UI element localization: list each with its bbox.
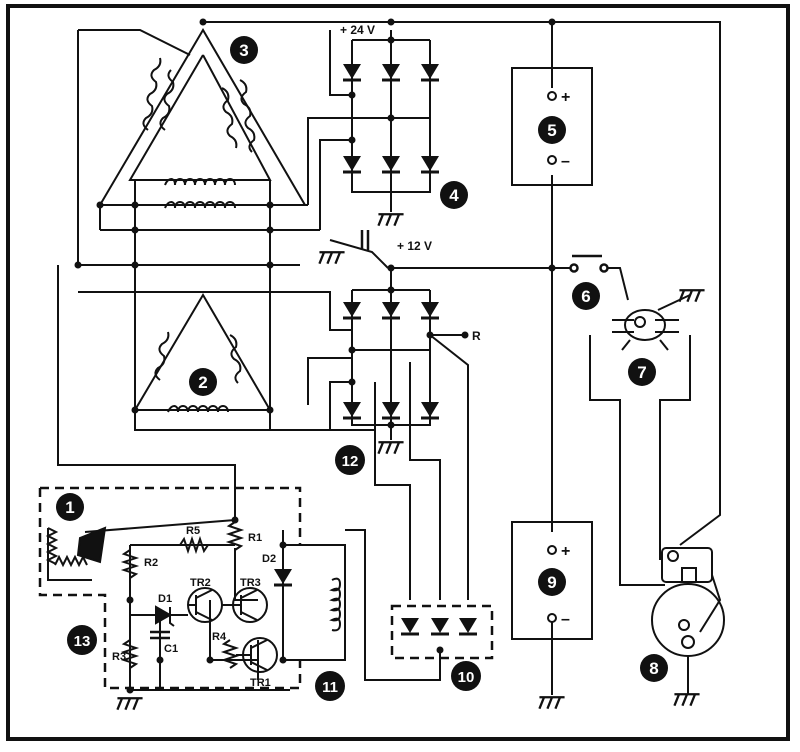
rotor-field-coil xyxy=(329,577,342,632)
badge-1: 1 xyxy=(56,493,84,521)
label-tr1: TR1 xyxy=(250,677,271,689)
badge-6: 6 xyxy=(572,282,600,310)
starter-relay xyxy=(612,309,679,351)
potentiometer xyxy=(45,526,107,581)
label-r5: R5 xyxy=(186,525,200,537)
stator-winding-12v xyxy=(133,293,272,413)
r2-resistor xyxy=(120,549,140,579)
label-24v: + 24 V xyxy=(340,23,375,37)
badge-13: 13 xyxy=(67,625,97,655)
outer-frame xyxy=(6,4,790,741)
svg-text:13: 13 xyxy=(74,633,91,650)
r4-resistor xyxy=(220,639,240,669)
badge-7: 7 xyxy=(628,358,656,386)
badge-2: 2 xyxy=(189,368,217,396)
svg-text:3: 3 xyxy=(239,41,248,60)
label-12v: + 12 V xyxy=(397,239,432,253)
svg-text:2: 2 xyxy=(198,373,207,392)
badge-11: 11 xyxy=(315,671,345,701)
badge-10: 10 xyxy=(451,661,481,691)
coil-top-right xyxy=(221,79,256,153)
callout-badges: 1 2 3 4 5 6 7 8 9 10 11 12 13 xyxy=(56,36,668,701)
r3-resistor xyxy=(120,639,140,669)
r5-resistor xyxy=(179,535,209,555)
battery-12v xyxy=(511,521,593,640)
label-d1: D1 xyxy=(158,593,172,605)
label-r2: R2 xyxy=(144,557,158,569)
voltage-regulator xyxy=(38,486,302,690)
svg-text:9: 9 xyxy=(547,573,556,592)
label-c1: C1 xyxy=(164,643,178,655)
stator-winding-24v xyxy=(98,28,307,209)
label-d2: D2 xyxy=(262,553,276,565)
svg-text:8: 8 xyxy=(649,659,658,678)
badge-8: 8 xyxy=(640,654,668,682)
label-r1: R1 xyxy=(248,532,262,544)
r1-resistor xyxy=(225,521,245,551)
label-r3: R3 xyxy=(112,651,126,663)
svg-text:7: 7 xyxy=(637,363,646,382)
svg-text:11: 11 xyxy=(322,679,338,696)
badge-9: 9 xyxy=(538,568,566,596)
starter-motor xyxy=(651,547,725,694)
coil-top-left xyxy=(142,57,175,131)
svg-text:10: 10 xyxy=(458,669,475,686)
capacitor-c1 xyxy=(150,630,170,640)
battery-12v-minus: – xyxy=(561,611,570,628)
badge-5: 5 xyxy=(538,116,566,144)
text-labels: + 24 V + 12 V R + – + – R1 R2 R3 R4 R5 D… xyxy=(112,23,570,689)
coil-top-bottom xyxy=(164,178,236,209)
battery-12v-plus: + xyxy=(561,543,570,560)
badge-4: 4 xyxy=(440,181,468,209)
excitation-diodes xyxy=(390,604,494,660)
label-r-terminal: R xyxy=(472,329,481,343)
junction-dots xyxy=(74,18,556,694)
suppression-capacitor xyxy=(360,230,370,250)
label-tr3: TR3 xyxy=(240,577,261,589)
badge-3: 3 xyxy=(230,36,258,64)
svg-text:12: 12 xyxy=(342,453,359,470)
battery-24v-plus: + xyxy=(561,89,570,106)
regulator-resistors xyxy=(120,521,245,669)
battery-24v xyxy=(511,67,593,186)
battery-24v-minus: – xyxy=(561,153,570,170)
label-r4: R4 xyxy=(212,631,227,643)
svg-text:4: 4 xyxy=(449,186,459,205)
svg-text:5: 5 xyxy=(547,121,556,140)
svg-text:1: 1 xyxy=(65,498,74,517)
transistors xyxy=(187,587,278,673)
zener-d1 xyxy=(130,605,188,627)
label-tr2: TR2 xyxy=(190,577,211,589)
badge-12: 12 xyxy=(335,445,365,475)
svg-text:6: 6 xyxy=(581,287,590,306)
ignition-switch xyxy=(569,254,609,273)
